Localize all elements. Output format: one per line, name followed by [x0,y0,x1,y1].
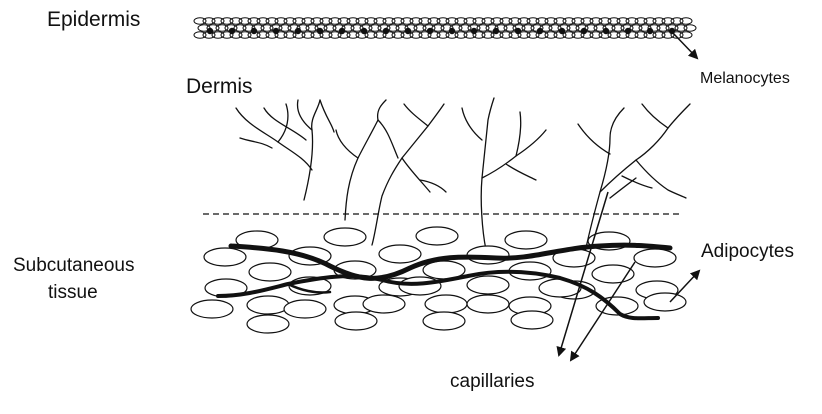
adipocyte [423,312,465,330]
adipocyte [249,263,291,281]
adipocyte [425,295,467,313]
melanocyte-dot [295,28,301,34]
melanocyte-dot [537,28,543,34]
melanocyte-dot [559,28,565,34]
melanocyte-dot [383,28,389,34]
melanocyte-dot [493,28,499,34]
adipocyte [324,228,366,246]
adipocyte [634,249,676,267]
adipocyte [379,245,421,263]
melanocyte-dot [251,28,257,34]
adipocyte [284,300,326,318]
dermis-label: Dermis [186,75,253,98]
melanocyte-dot [603,28,609,34]
tissue-label: tissue [48,283,98,304]
melanocyte-dot [405,28,411,34]
adipocyte [644,293,686,311]
melanocyte-dot [361,28,367,34]
adipocyte [505,231,547,249]
melanocyte-dot [339,28,345,34]
epidermis-cell [684,25,696,31]
melanocyte-dot [317,28,323,34]
epidermis-cell [680,18,692,24]
adipocyte [247,296,289,314]
melanocyte-dot [647,28,653,34]
adipocyte [204,248,246,266]
melanocyte-dot [229,28,235,34]
melanocyte-dot [471,28,477,34]
adipocyte [335,312,377,330]
adipocyte [511,311,553,329]
melanocyte-dot [207,28,213,34]
melanocyte-dot [273,28,279,34]
epidermis-label: Epidermis [47,8,140,31]
melanocyte-dot [427,28,433,34]
adipocyte [399,277,441,295]
melanocyte-dot [625,28,631,34]
melanocyte-dot [581,28,587,34]
adipocyte [467,295,509,313]
adipocyte [416,227,458,245]
adipocytes-label: Adipocytes [701,242,794,263]
adipocyte [247,315,289,333]
adipocyte [467,276,509,294]
capillaries-label: capillaries [450,372,534,393]
subcutaneous-label: Subcutaneous [13,256,135,277]
adipocyte [191,300,233,318]
epidermis-layer [194,18,696,38]
melanocytes-arrow [673,33,697,58]
melanocyte-dot [515,28,521,34]
melanocytes-label: Melanocytes [700,70,790,88]
epidermis-cell [680,32,692,38]
melanocyte-dot [449,28,455,34]
adipocyte [363,295,405,313]
